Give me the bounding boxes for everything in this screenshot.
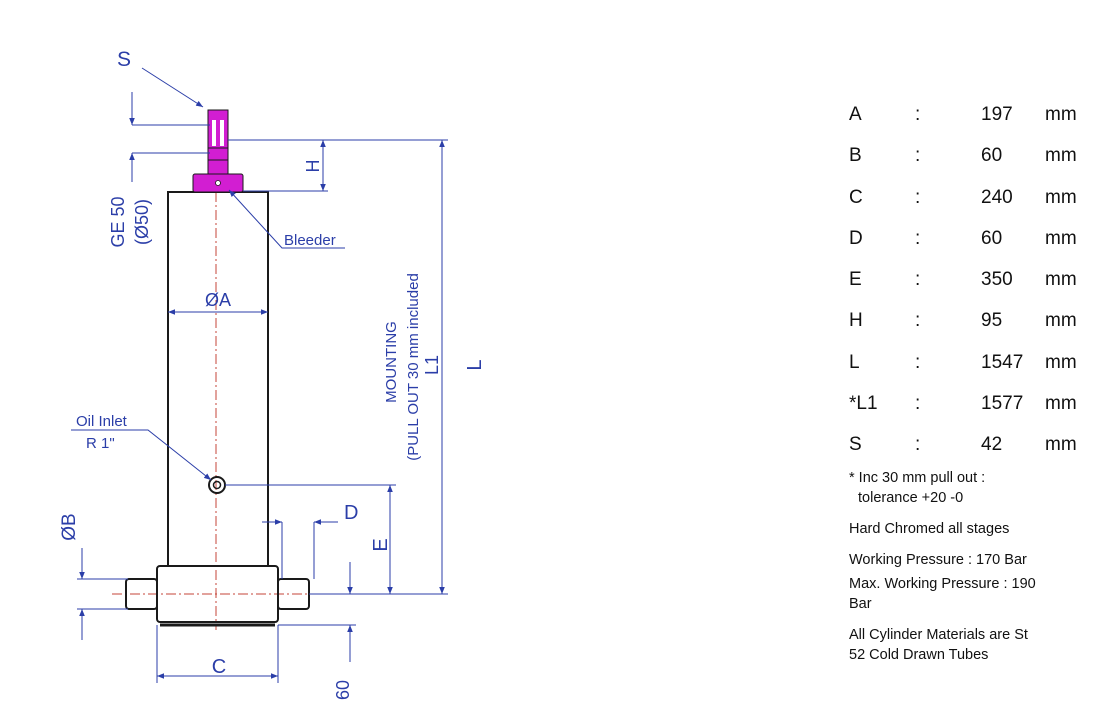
label-s: S <box>117 48 131 71</box>
spec-row-e: E : 350 mm <box>849 269 1089 310</box>
spec-separator: : <box>915 227 921 249</box>
spec-row-s: S : 42 mm <box>849 434 1089 475</box>
spec-value: 42 <box>981 434 1003 456</box>
cylinder-barrel <box>167 191 269 567</box>
spec-row-d: D : 60 mm <box>849 228 1089 269</box>
spec-row-l: L : 1547 mm <box>849 352 1089 393</box>
note-chrome: Hard Chromed all stages <box>849 520 1010 537</box>
spec-value: 350 <box>981 269 1013 291</box>
note-max-pressure: Max. Working Pressure : 190 Bar <box>849 574 1089 614</box>
spec-key: C <box>849 186 863 208</box>
spec-key: B <box>849 145 862 167</box>
note-working-pressure: Working Pressure : 170 Bar <box>849 551 1027 568</box>
spec-separator: : <box>915 393 921 415</box>
spec-unit: mm <box>1045 186 1077 208</box>
spec-unit: mm <box>1045 104 1077 125</box>
spec-value: 60 <box>981 145 1003 167</box>
spec-row-b: B : 60 mm <box>849 145 1089 186</box>
left-trunnion <box>125 578 158 610</box>
spec-value: 1577 <box>981 393 1024 415</box>
spec-unit: mm <box>1045 393 1077 415</box>
spec-unit: mm <box>1045 351 1077 373</box>
bleeder-leader <box>228 189 345 249</box>
spec-key: D <box>849 227 863 249</box>
spec-value: 197 <box>981 104 1013 125</box>
spec-unit: mm <box>1045 269 1077 291</box>
spec-separator: : <box>915 434 921 456</box>
label-diam-b: ØB <box>59 513 80 540</box>
label-oil-inlet-size: R 1" <box>86 435 115 452</box>
note-max-pressure-line1: Max. Working Pressure : 190 <box>849 575 1036 592</box>
note-materials-line1: All Cylinder Materials are St <box>849 626 1028 643</box>
spec-row-a: A : 197 mm <box>849 104 1089 145</box>
spec-key: L <box>849 351 860 373</box>
note-pull-out: * Inc 30 mm pull out : tolerance +20 -0 <box>849 468 1089 508</box>
label-diam-a: ØA <box>205 290 231 310</box>
spec-row-h: H : 95 mm <box>849 310 1089 351</box>
oil-inlet-port <box>208 476 226 494</box>
note-materials-line2: 52 Cold Drawn Tubes <box>849 646 989 663</box>
label-mounting: MOUNTING <box>383 321 400 403</box>
note-pull-out-line1: * Inc 30 mm pull out : <box>849 469 986 486</box>
spec-separator: : <box>915 351 921 373</box>
spec-key: S <box>849 434 862 456</box>
label-l: L <box>464 359 486 370</box>
label-l1: L1 <box>422 355 442 375</box>
spec-value: 1547 <box>981 351 1024 373</box>
spec-unit: mm <box>1045 145 1077 167</box>
s-leader <box>141 67 204 108</box>
spec-unit: mm <box>1045 227 1077 249</box>
spec-key: E <box>849 269 862 291</box>
oil-inlet-leader <box>71 429 212 481</box>
note-max-pressure-line2: Bar <box>849 595 872 612</box>
spec-separator: : <box>915 104 921 125</box>
note-pull-out-line2: tolerance +20 -0 <box>858 489 964 506</box>
cylinder-drawing: S GE 50 (Ø50) H Bleeder ØA MOUNTING (PUL… <box>59 48 486 700</box>
label-h: H <box>303 160 323 173</box>
label-sixty: 60 <box>333 680 353 700</box>
spec-row-l1: *L1 : 1577 mm <box>849 393 1089 434</box>
spec-key: *L1 <box>849 393 878 415</box>
label-e: E <box>370 538 392 551</box>
spec-key: H <box>849 310 863 332</box>
spec-separator: : <box>915 310 921 332</box>
spec-key: A <box>849 104 862 125</box>
label-ge: GE 50 <box>108 196 128 247</box>
label-c: C <box>212 656 226 678</box>
spec-separator: : <box>915 145 921 167</box>
spec-value: 60 <box>981 227 1003 249</box>
label-bleeder: Bleeder <box>284 232 336 249</box>
spec-separator: : <box>915 186 921 208</box>
label-pull-out: (PULL OUT 30 mm included <box>405 273 422 461</box>
label-d: D <box>344 502 358 524</box>
spec-value: 95 <box>981 310 1003 332</box>
spec-value: 240 <box>981 186 1013 208</box>
spec-unit: mm <box>1045 310 1077 332</box>
spec-unit: mm <box>1045 434 1077 456</box>
spec-separator: : <box>915 269 921 291</box>
specification-table: A : 197 mm B : 60 mm C : 240 mm D : 60 m… <box>849 104 1089 676</box>
bleeder-fitting <box>192 109 244 193</box>
label-oil-inlet: Oil Inlet <box>76 413 128 430</box>
label-ge-diam: (Ø50) <box>132 199 152 245</box>
oil-inlet-port-inner <box>212 480 222 490</box>
spec-row-c: C : 240 mm <box>849 187 1089 228</box>
note-materials: All Cylinder Materials are St 52 Cold Dr… <box>849 625 1089 665</box>
